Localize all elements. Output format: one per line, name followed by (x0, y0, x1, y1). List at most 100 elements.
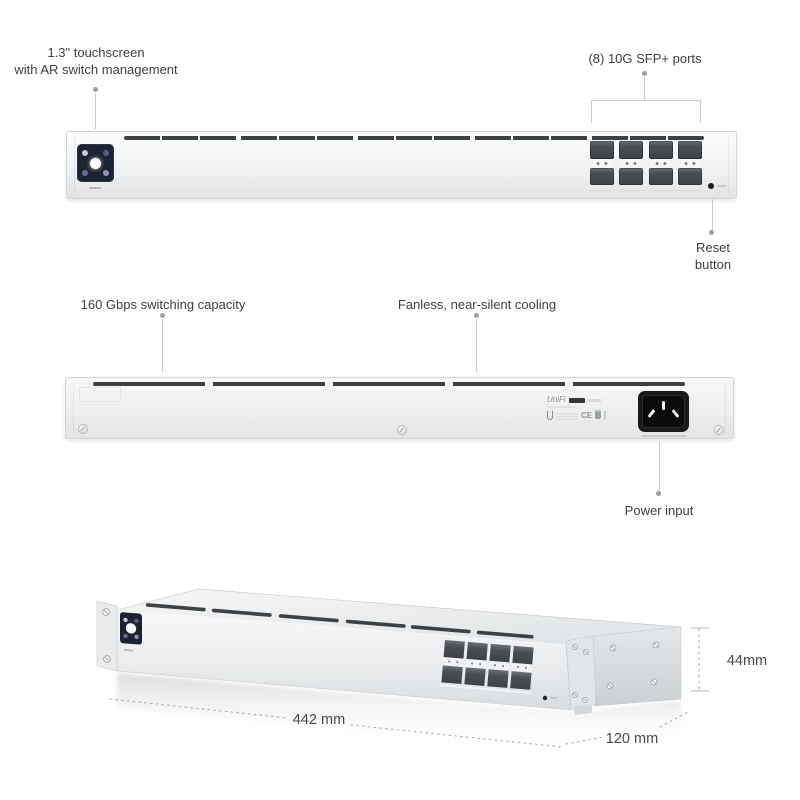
mount-screw (397, 425, 407, 435)
serial-label-outline (79, 387, 121, 402)
dimension-width-label: 442 mm (293, 712, 345, 728)
label-microtext (547, 406, 577, 408)
touchscreen-annotation: 1.3" touchscreen with AR switch manageme… (0, 44, 192, 78)
edge-highlight (116, 609, 567, 646)
screen-center-dot (90, 158, 101, 169)
reset-button-3d (542, 695, 548, 701)
sfp-cage (649, 141, 673, 185)
reset-annotation-line2: button (694, 257, 732, 272)
panel-fold-line (728, 136, 729, 194)
sfp-annotation-text: (8) 10G SFP+ ports (588, 51, 702, 66)
dimension-depth-label: 120 mm (606, 731, 658, 747)
sfp-port-top (649, 141, 673, 159)
power-inlet-socket (642, 395, 685, 428)
leader-line (476, 319, 477, 372)
reset-label-mark-3d (549, 696, 558, 700)
reflection (117, 673, 681, 753)
leader-line (712, 199, 713, 230)
ce-mark: CE (581, 410, 593, 420)
ratings-microtext (641, 435, 687, 437)
power-inlet (638, 391, 689, 432)
sfp-led-strip (650, 159, 672, 168)
label-cert-mark (604, 411, 607, 420)
reset-annotation: Reset button (652, 239, 774, 273)
power-annotation-text: Power input (624, 503, 694, 518)
sfp-ports-3d (439, 640, 534, 694)
switch-front-panel (66, 131, 737, 199)
rack-ear-left (96, 600, 118, 672)
vent-slots (124, 136, 704, 140)
mount-screw (78, 424, 88, 434)
screen-caption-mark (89, 187, 101, 189)
sfp-port-top (678, 141, 702, 159)
panel-fold-line (73, 382, 74, 434)
sfp-port-bottom (649, 168, 673, 185)
leader-dot (709, 230, 714, 235)
weee-bin-icon (595, 412, 602, 419)
power-pin (662, 401, 665, 410)
capacity-annotation: 160 Gbps switching capacity (0, 296, 326, 313)
sfp-cage (678, 141, 702, 185)
bracket-left (591, 100, 592, 123)
dimension-ticks (691, 627, 709, 692)
leader-dot (474, 313, 479, 318)
sfp-port-bottom (590, 168, 614, 185)
reset-button (708, 183, 714, 189)
vent-slots (93, 382, 685, 386)
screen-corner-dot (82, 150, 88, 156)
rack-ear-right (565, 635, 597, 711)
sfp-port-bottom (678, 168, 702, 185)
cooling-annotation-text: Fanless, near-silent cooling (397, 297, 557, 312)
bracket-stem (644, 77, 645, 100)
sfp-annotation: (8) 10G SFP+ ports (545, 50, 745, 67)
screen-corner-dot (103, 150, 109, 156)
touchscreen-annotation-line1: 1.3" touchscreen (47, 45, 145, 60)
end-cap (592, 626, 682, 707)
ubiquiti-logo-icon (547, 411, 553, 420)
sfp-led-strip (591, 159, 613, 168)
sfp-led-strip (679, 159, 701, 168)
bracket-right (700, 100, 701, 123)
sfp-led-strip (620, 159, 642, 168)
rack-ear-tab (573, 704, 592, 715)
label-microtext (587, 398, 601, 402)
sfp-cage (619, 141, 643, 185)
sfp-port-top (590, 141, 614, 159)
model-badge (568, 397, 585, 403)
cage-base-line (589, 190, 643, 191)
label-microtext (556, 411, 578, 420)
capacity-annotation-text: 160 Gbps switching capacity (80, 297, 246, 312)
power-annotation: Power input (599, 502, 719, 519)
touchscreen-annotation-line2: with AR switch management (14, 62, 178, 77)
screen-corner-dot (82, 170, 88, 176)
sfp-cage (590, 141, 614, 185)
screen-corner-dot (103, 170, 109, 176)
leader-dot (160, 313, 165, 318)
touchscreen-display (77, 144, 114, 182)
dimension-lines (109, 628, 700, 748)
screen-caption-mark-3d (123, 649, 133, 652)
leader-dot (642, 71, 647, 76)
dimension-height-label: 44mm (727, 653, 767, 669)
switch-rear-panel: UniFi CE (65, 377, 734, 439)
cage-base-line (649, 190, 701, 191)
panel-fold-line (74, 136, 75, 194)
vent-slots-3d (145, 603, 534, 639)
cooling-annotation: Fanless, near-silent cooling (377, 296, 577, 313)
bracket-horizontal (591, 100, 701, 101)
reset-label-mark (717, 185, 727, 187)
leader-line (95, 93, 96, 129)
leader-line (659, 441, 660, 491)
panel-fold-line (725, 382, 726, 434)
perspective-view: 442 mm 120 mm 44mm (96, 588, 767, 753)
leader-dot (93, 87, 98, 92)
leader-line (162, 319, 163, 372)
brand-logo-text: UniFi (547, 395, 566, 404)
sfp-port-bottom (619, 168, 643, 185)
sfp-port-top (619, 141, 643, 159)
reset-annotation-line1: Reset (696, 240, 730, 255)
regulatory-label: UniFi CE (547, 395, 607, 420)
touchscreen-3d (120, 612, 142, 645)
mount-screw (714, 425, 724, 435)
